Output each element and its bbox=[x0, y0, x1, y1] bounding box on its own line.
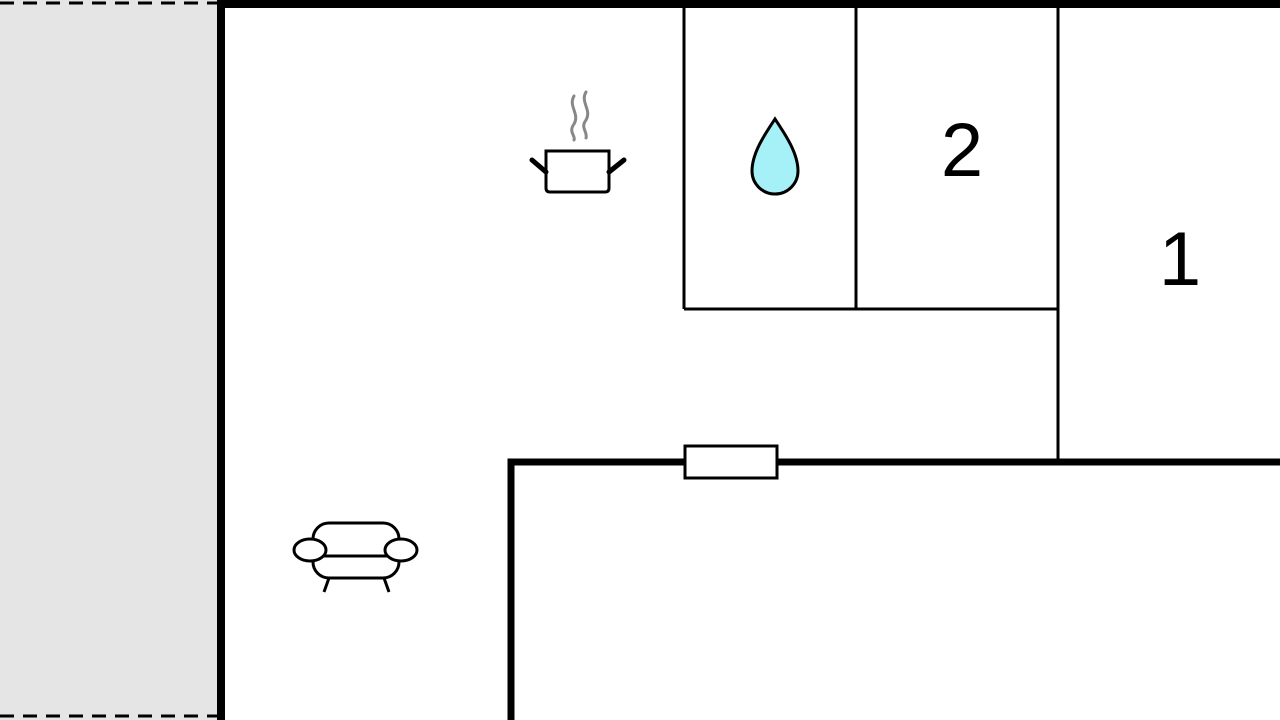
interior-floor bbox=[221, 4, 1280, 720]
water-drop-icon bbox=[750, 116, 800, 196]
exterior-wall-lower bbox=[507, 458, 1280, 720]
door-icon bbox=[683, 444, 779, 480]
outside-area bbox=[0, 0, 221, 720]
exterior-wall bbox=[217, 0, 1280, 720]
sofa-icon bbox=[292, 521, 419, 593]
room-number-1: 1 bbox=[1159, 217, 1201, 302]
room-number-2: 2 bbox=[941, 108, 983, 193]
cooking-pot-icon bbox=[529, 90, 627, 194]
